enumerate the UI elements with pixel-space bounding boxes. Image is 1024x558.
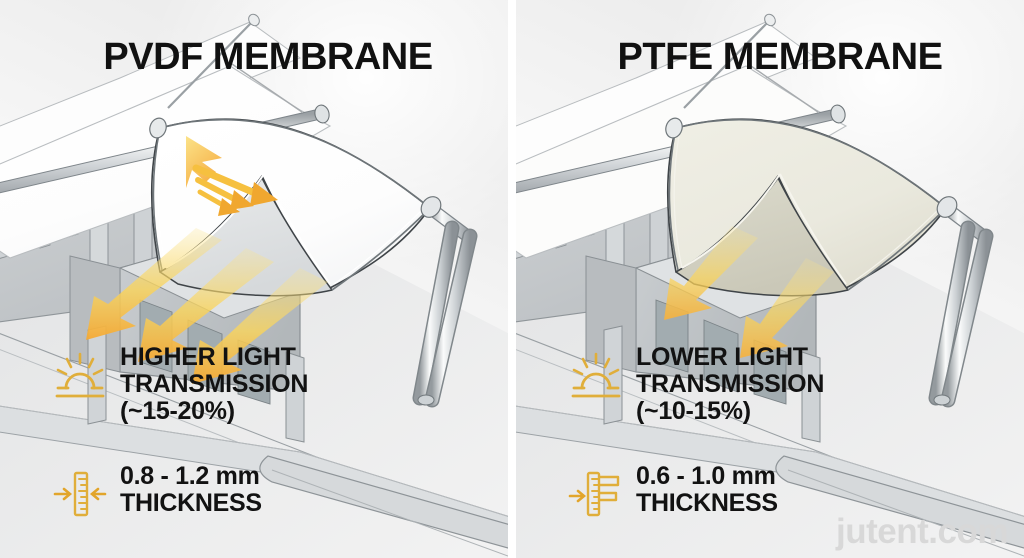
panel-divider	[508, 0, 516, 558]
sun-icon	[568, 348, 624, 404]
fact-thickness-text-ptfe: 0.6 - 1.0 mm THICKNESS	[636, 462, 778, 517]
fact-light-transmission-pvdf: HIGHER LIGHT TRANSMISSION (~15-20%)	[0, 344, 508, 425]
fact-thickness-text-pvdf: 0.8 - 1.2 mm THICKNESS	[120, 462, 262, 517]
ptfe-scene-illustration	[516, 0, 1024, 558]
fact-list-pvdf: HIGHER LIGHT TRANSMISSION (~15-20%)	[0, 344, 508, 521]
panel-title-ptfe: PTFE MEMBRANE	[617, 36, 943, 78]
thickness-ruler-icon	[52, 465, 108, 521]
fact-light-transmission-ptfe: LOWER LIGHT TRANSMISSION (~10-15%)	[516, 344, 1024, 425]
panel-title-pvdf: PVDF MEMBRANE	[103, 36, 433, 78]
panel-pvdf: PVDF MEMBRANE	[0, 0, 508, 558]
fact-light-text-ptfe: LOWER LIGHT TRANSMISSION (~10-15%)	[636, 343, 825, 425]
fact-list-ptfe: LOWER LIGHT TRANSMISSION (~10-15%)	[516, 344, 1024, 521]
sun-icon	[52, 348, 108, 404]
thickness-ruler-thin-icon	[568, 465, 624, 521]
pvdf-scene-illustration	[0, 0, 508, 558]
fact-thickness-pvdf: 0.8 - 1.2 mm THICKNESS	[0, 463, 508, 521]
fact-light-text-pvdf: HIGHER LIGHT TRANSMISSION (~15-20%)	[120, 343, 309, 425]
fact-thickness-ptfe: 0.6 - 1.0 mm THICKNESS	[516, 463, 1024, 521]
panel-ptfe: PTFE MEMBRANE	[516, 0, 1024, 558]
watermark: jutent.com	[836, 512, 1008, 551]
